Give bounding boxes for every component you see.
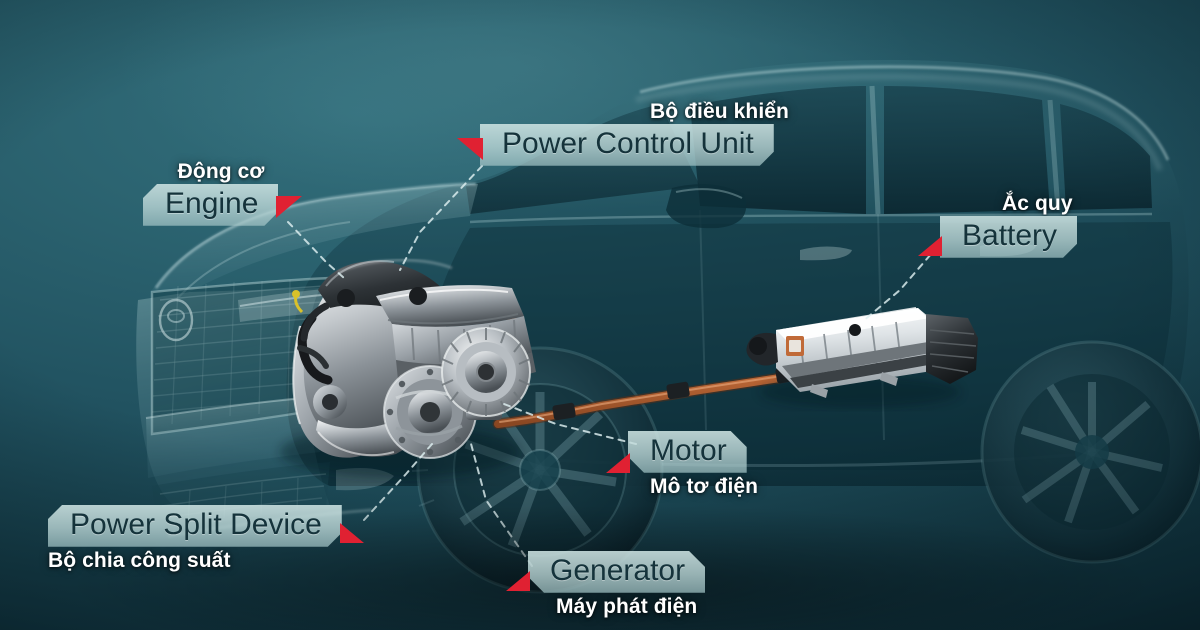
rear-wheel: [980, 340, 1200, 564]
callout-generator-chip-wrap: Generator: [506, 551, 705, 593]
callout-engine-chip-wrap: Engine: [143, 184, 303, 226]
callout-engine[interactable]: Động cơ Engine: [143, 160, 303, 226]
pointer-triangle-icon: [276, 196, 303, 218]
pointer-triangle-icon: [339, 522, 364, 543]
callout-power-split-device[interactable]: Power Split Device Bộ chia công suất: [48, 505, 364, 573]
callout-generator-en: Generator: [528, 551, 705, 593]
pointer-triangle-icon: [457, 138, 483, 160]
callout-motor-en: Motor: [628, 431, 747, 473]
motor-generator-stator: [441, 327, 531, 417]
callout-motor[interactable]: Motor Mô tơ điện: [606, 431, 759, 499]
pointer-triangle-icon: [918, 235, 942, 256]
callout-generator[interactable]: Generator Máy phát điện: [506, 551, 705, 619]
callout-battery-chip-wrap: Battery: [918, 216, 1077, 258]
callout-psd-chip-wrap: Power Split Device: [48, 505, 364, 547]
callout-battery[interactable]: Ắc quy Battery: [918, 192, 1077, 258]
callout-battery-en: Battery: [940, 216, 1077, 258]
callout-pcu-en: Power Control Unit: [480, 124, 774, 166]
callout-psd-vn: Bộ chia công suất: [48, 548, 231, 572]
pointer-triangle-icon: [506, 570, 530, 591]
callout-battery-vn: Ắc quy: [1002, 192, 1073, 215]
callout-engine-en: Engine: [143, 184, 278, 226]
callout-engine-vn: Động cơ: [177, 160, 265, 183]
callout-generator-vn: Máy phát điện: [556, 594, 698, 618]
callout-pcu-chip-wrap: Power Control Unit: [457, 124, 774, 166]
callout-motor-vn: Mô tơ điện: [650, 474, 759, 498]
callout-power-control-unit[interactable]: Bộ điều khiển Power Control Unit: [457, 100, 789, 166]
callout-psd-en: Power Split Device: [48, 505, 342, 547]
callout-motor-chip-wrap: Motor: [606, 431, 747, 473]
callout-pcu-vn: Bộ điều khiển: [650, 100, 789, 123]
pointer-triangle-icon: [606, 452, 630, 473]
